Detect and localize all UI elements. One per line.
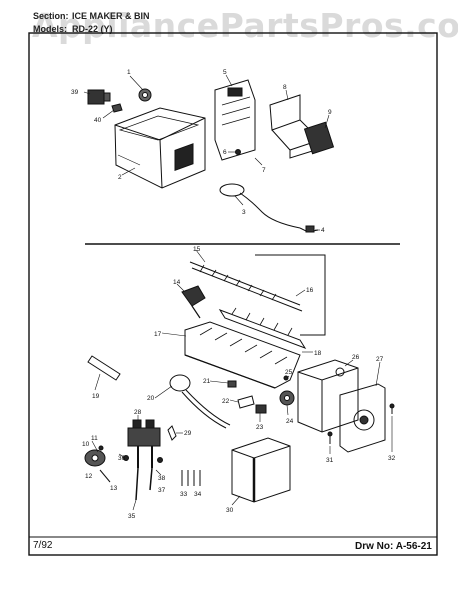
callout-21: 21 xyxy=(203,378,211,385)
cord-20 xyxy=(169,374,231,429)
bracket-21-22 xyxy=(227,380,255,409)
valve-28 xyxy=(127,419,161,468)
frame-border xyxy=(28,32,438,556)
housing-26 xyxy=(297,359,359,433)
callout-10: 10 xyxy=(82,441,90,448)
ejector-17 xyxy=(218,307,307,349)
callout-30: 30 xyxy=(226,507,234,514)
callout-38: 38 xyxy=(158,475,166,482)
callout-11: 11 xyxy=(91,435,98,442)
thermostat-23 xyxy=(255,404,267,414)
heater-coil-3 xyxy=(219,183,301,229)
callout-17: 17 xyxy=(154,331,162,338)
lead-13 xyxy=(99,469,111,483)
clip-29 xyxy=(167,425,177,441)
callout-5: 5 xyxy=(223,69,227,76)
callout-27: 27 xyxy=(376,356,384,363)
callout-14: 14 xyxy=(173,279,181,286)
footer-drawing-number: Drw No: A-56-21 xyxy=(355,541,432,552)
models-value: RD-22 (Y) xyxy=(72,24,113,34)
callout-7: 7 xyxy=(262,167,266,174)
callout-15: 15 xyxy=(193,246,201,253)
callout-20: 20 xyxy=(147,395,155,402)
section-value: ICE MAKER & BIN xyxy=(72,11,150,21)
bin-motor-39 xyxy=(87,89,111,105)
callout-36: 36 xyxy=(118,455,126,462)
callout-32: 32 xyxy=(388,455,396,462)
tube-35-36-37-38 xyxy=(123,455,163,501)
mold-18 xyxy=(184,321,301,389)
wire-harness-4 xyxy=(299,225,319,233)
callout-34: 34 xyxy=(194,491,202,498)
bracket-5 xyxy=(214,79,256,161)
callout-13: 13 xyxy=(110,485,118,492)
callout-25: 25 xyxy=(285,369,293,376)
callout-3: 3 xyxy=(242,209,246,216)
callout-39: 39 xyxy=(71,89,79,96)
stripper-15 xyxy=(189,261,303,312)
callout-31: 31 xyxy=(326,457,334,464)
callout-26: 26 xyxy=(352,354,360,361)
shutoff-arm-14 xyxy=(181,285,206,319)
cover-27 xyxy=(339,383,386,453)
leader-lines xyxy=(83,74,393,511)
callout-18: 18 xyxy=(314,350,322,357)
fill-cup-16 xyxy=(255,254,326,336)
callout-1: 1 xyxy=(127,69,131,76)
ice-bin xyxy=(114,107,206,189)
callout-23: 23 xyxy=(256,424,264,431)
callout-2: 2 xyxy=(118,174,122,181)
callout-28: 28 xyxy=(134,409,142,416)
screws-31-32 xyxy=(327,403,395,444)
callout-40: 40 xyxy=(94,117,102,124)
callout-24: 24 xyxy=(286,418,294,425)
clip-40 xyxy=(111,103,123,113)
watermark-text: AppliancePartsPros.com xyxy=(32,6,458,45)
section-label: Section: xyxy=(33,11,69,21)
callout-12: 12 xyxy=(85,473,93,480)
callout-16: 16 xyxy=(306,287,314,294)
callout-8: 8 xyxy=(283,84,287,91)
callout-37: 37 xyxy=(158,487,166,494)
models-label: Models: xyxy=(33,24,68,34)
callout-6: 6 xyxy=(223,149,227,156)
callout-4: 4 xyxy=(321,227,325,234)
motor-24-25 xyxy=(279,375,295,406)
switch-10-11-12 xyxy=(84,445,106,467)
insulation-30 xyxy=(231,437,291,503)
bearing-1 xyxy=(138,88,152,102)
callout-22: 22 xyxy=(222,398,230,405)
heater-19 xyxy=(87,355,121,381)
callout-19: 19 xyxy=(92,393,100,400)
callout-29: 29 xyxy=(184,430,192,437)
screws-33-34 xyxy=(181,470,201,486)
footer-date: 7/92 xyxy=(33,540,53,551)
callout-35: 35 xyxy=(128,513,136,520)
door-9 xyxy=(303,121,335,155)
callout-33: 33 xyxy=(180,491,188,498)
callout-9: 9 xyxy=(328,109,332,116)
